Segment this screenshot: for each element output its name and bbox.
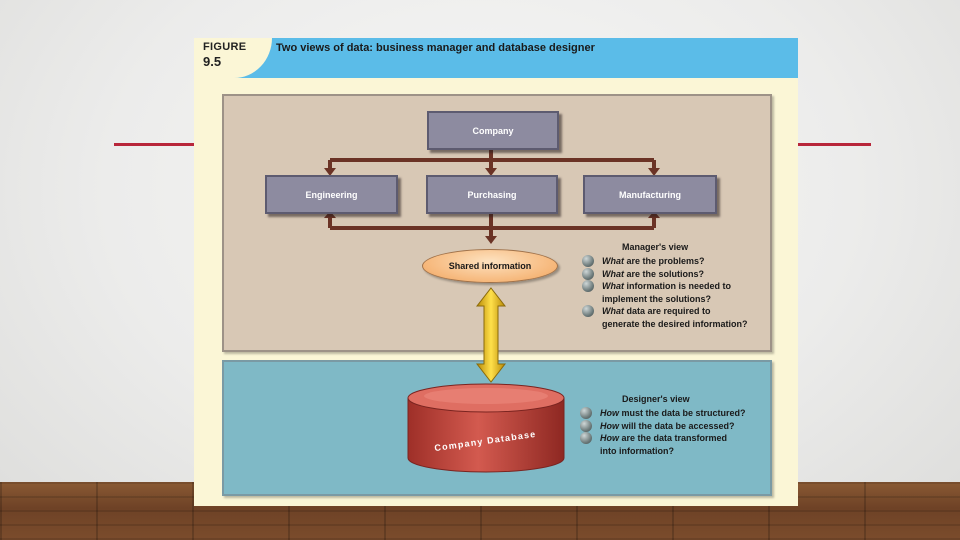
- bullet-icon: [582, 280, 594, 292]
- company-box: Company: [427, 111, 559, 150]
- bullet-icon: [580, 407, 592, 419]
- bullet-icon: [582, 267, 594, 280]
- engineering-box: Engineering: [265, 175, 398, 214]
- figure-label-word: FIGURE: [203, 41, 247, 53]
- designer-question-list: How must the data be structured? How wil…: [580, 407, 746, 457]
- designer-view-heading: Designer's view: [622, 394, 690, 404]
- bullet-icon: [582, 255, 594, 267]
- bidirectional-arrow: [475, 287, 507, 383]
- accent-line-right: [797, 143, 871, 146]
- purchasing-box: Purchasing: [426, 175, 558, 214]
- figure-image: FIGURE 9.5 Two views of data: business m…: [194, 38, 798, 506]
- manager-question-list: What are the problems? What are the solu…: [582, 255, 748, 330]
- figure-title: Two views of data: business manager and …: [276, 42, 595, 54]
- manager-view-heading: Manager's view: [622, 242, 689, 252]
- figure-number: 9.5: [203, 54, 222, 69]
- bullet-icon: [580, 432, 592, 444]
- accent-line-left: [114, 143, 196, 146]
- database-cylinder: [407, 383, 565, 473]
- manufacturing-box: Manufacturing: [583, 175, 717, 214]
- manager-question: What are the solutions?: [582, 267, 748, 281]
- shared-information-ellipse: Shared information: [422, 249, 558, 283]
- bullet-icon: [582, 305, 594, 317]
- designer-question: How must the data be structured?: [580, 407, 746, 420]
- figure-header: FIGURE 9.5 Two views of data: business m…: [194, 38, 798, 78]
- bullet-icon: [580, 419, 592, 432]
- manager-question: What are the problems?: [582, 255, 748, 268]
- designer-question: How will the data be accessed?: [580, 419, 746, 433]
